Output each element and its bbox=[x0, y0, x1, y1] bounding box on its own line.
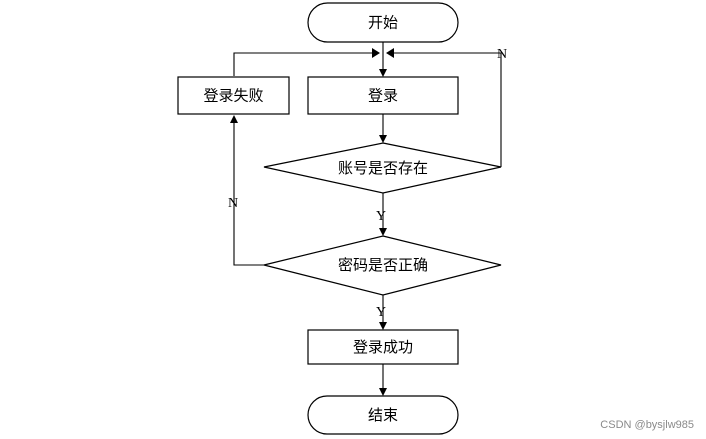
login-node: 登录 bbox=[307, 76, 459, 115]
start-node: 开始 bbox=[307, 2, 459, 43]
login-failed-label: 登录失败 bbox=[203, 87, 263, 105]
password-no-branch-label: N bbox=[228, 196, 238, 211]
login-success-label: 登录成功 bbox=[353, 338, 413, 356]
login-failed-node: 登录失败 bbox=[177, 76, 290, 115]
watermark-text: CSDN @bysjlw985 bbox=[600, 419, 694, 431]
account-no-branch-label: N bbox=[497, 47, 507, 62]
edge-password-no bbox=[233, 119, 264, 266]
arrowhead-into-login bbox=[379, 69, 387, 77]
arrowhead-failed-merge bbox=[372, 48, 380, 58]
arrowhead-into-password bbox=[379, 228, 387, 236]
start-label: 开始 bbox=[368, 14, 398, 32]
edge-account-no-loop bbox=[389, 52, 502, 167]
arrowhead-into-end bbox=[379, 388, 387, 396]
edge-failed-to-merge bbox=[233, 52, 377, 76]
password-correct-decision: 密码是否正确 bbox=[263, 235, 502, 296]
end-node: 结束 bbox=[307, 395, 459, 435]
arrowhead-into-account bbox=[379, 135, 387, 143]
end-label: 结束 bbox=[368, 406, 398, 424]
login-label: 登录 bbox=[368, 87, 398, 105]
account-exists-label: 账号是否存在 bbox=[338, 159, 428, 177]
arrowhead-into-success bbox=[379, 322, 387, 330]
arrowhead-into-failed bbox=[230, 115, 238, 123]
login-success-node: 登录成功 bbox=[307, 329, 459, 365]
arrowhead-account-no-merge bbox=[386, 48, 394, 58]
account-exists-decision: 账号是否存在 bbox=[263, 142, 502, 194]
password-yes-branch-label: Y bbox=[376, 305, 386, 320]
password-correct-label: 密码是否正确 bbox=[338, 256, 428, 274]
account-yes-branch-label: Y bbox=[376, 209, 386, 224]
